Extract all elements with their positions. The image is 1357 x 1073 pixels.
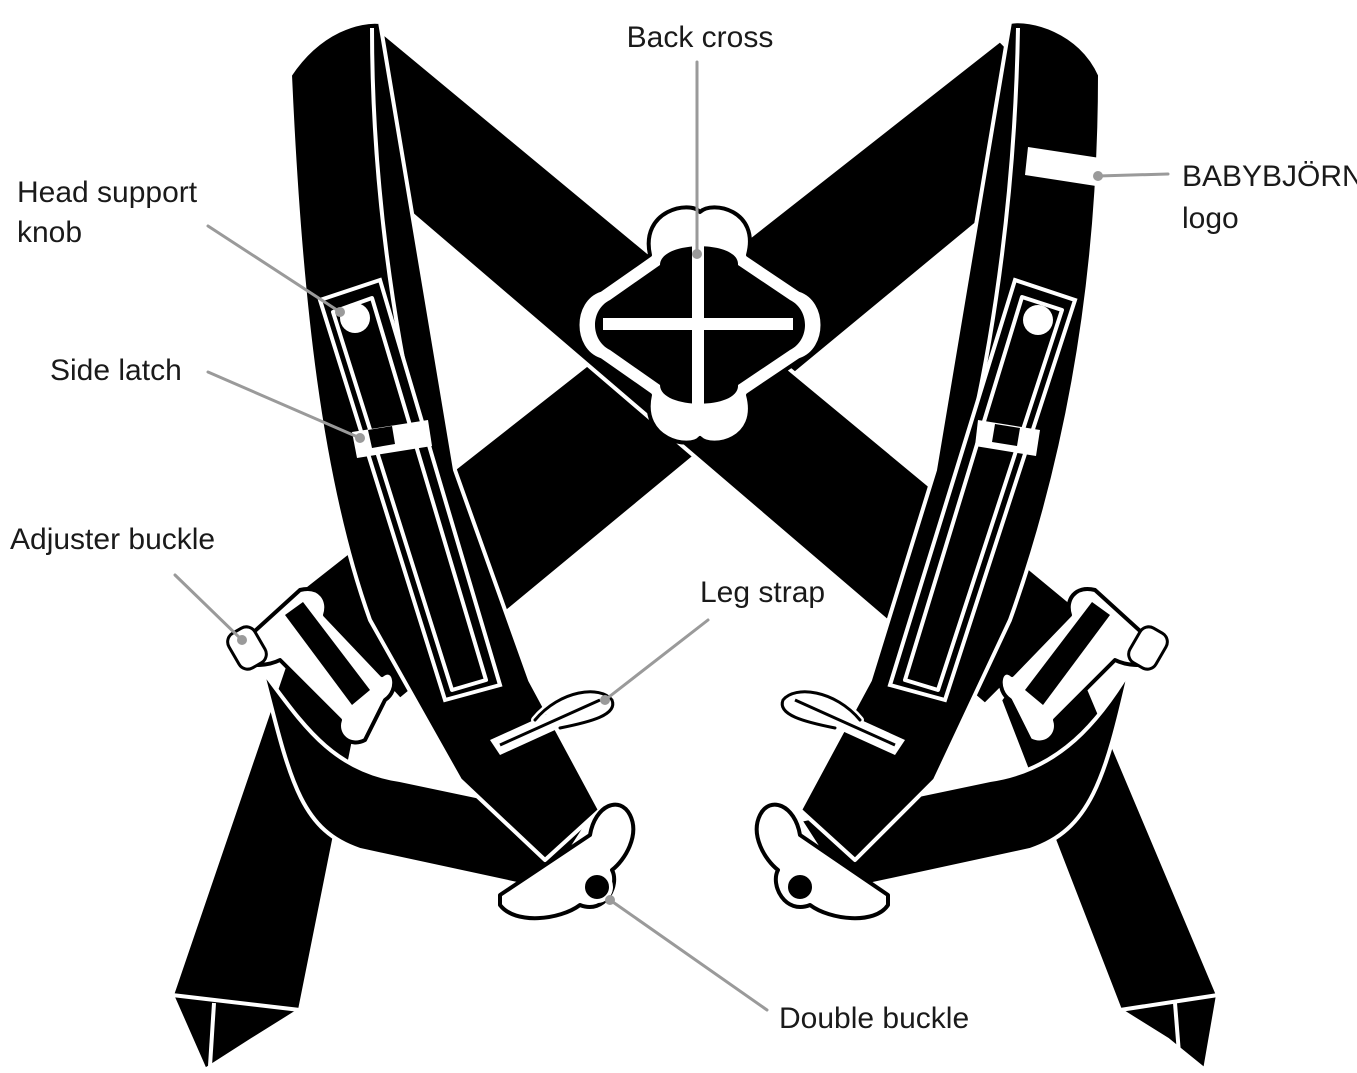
leader-dot-adjuster-buckle xyxy=(237,635,247,645)
right-head-support-knob xyxy=(1023,305,1053,335)
leader-dot-logo xyxy=(1093,171,1103,181)
label-double-buckle: Double buckle xyxy=(779,1002,969,1035)
left-strap-panel xyxy=(317,277,503,703)
right-side-latch xyxy=(975,420,1040,456)
left-double-buckle xyxy=(498,802,636,921)
leader-double-buckle xyxy=(608,898,769,1012)
label-head-support-knob-line1: Head support xyxy=(17,176,198,209)
leader-dot-back-cross xyxy=(692,249,702,259)
leader-dot-leg-strap xyxy=(600,695,610,705)
left-adjuster-buckle xyxy=(226,587,397,745)
right-shoulder-strap xyxy=(798,19,1102,862)
right-double-buckle xyxy=(754,802,890,921)
label-side-latch: Side latch xyxy=(50,354,182,387)
back-cross-connector xyxy=(575,205,825,445)
leader-logo xyxy=(1096,172,1170,178)
callout-labels: Back cross Head support knob BABYBJÖRN l… xyxy=(10,21,1357,1035)
label-leg-strap: Leg strap xyxy=(700,576,825,609)
leader-dot-double-buckle xyxy=(605,895,615,905)
leader-dot-head-support-knob xyxy=(335,307,345,317)
label-adjuster-buckle: Adjuster buckle xyxy=(10,523,215,556)
leader-leg-strap xyxy=(603,618,710,702)
label-babybjorn-logo-line1: BABYBJÖRN xyxy=(1182,160,1357,193)
right-leg-strap xyxy=(778,687,905,755)
leader-lines xyxy=(173,60,1170,1012)
label-back-cross: Back cross xyxy=(627,21,774,54)
left-side-latch xyxy=(352,420,432,458)
left-leg-strap xyxy=(490,687,617,755)
babybjorn-logo-patch xyxy=(1025,147,1100,186)
right-strap-panel xyxy=(887,277,1078,703)
leader-side-latch xyxy=(206,370,362,440)
left-head-support-knob xyxy=(340,303,370,333)
leader-dot-side-latch xyxy=(355,433,365,443)
leader-head-support-knob xyxy=(206,224,342,314)
left-shoulder-strap xyxy=(288,19,602,862)
right-adjuster-buckle xyxy=(998,587,1169,745)
leader-adjuster-buckle xyxy=(173,573,244,642)
label-babybjorn-logo-line2: logo xyxy=(1182,202,1239,235)
label-head-support-knob-line2: knob xyxy=(17,216,82,249)
